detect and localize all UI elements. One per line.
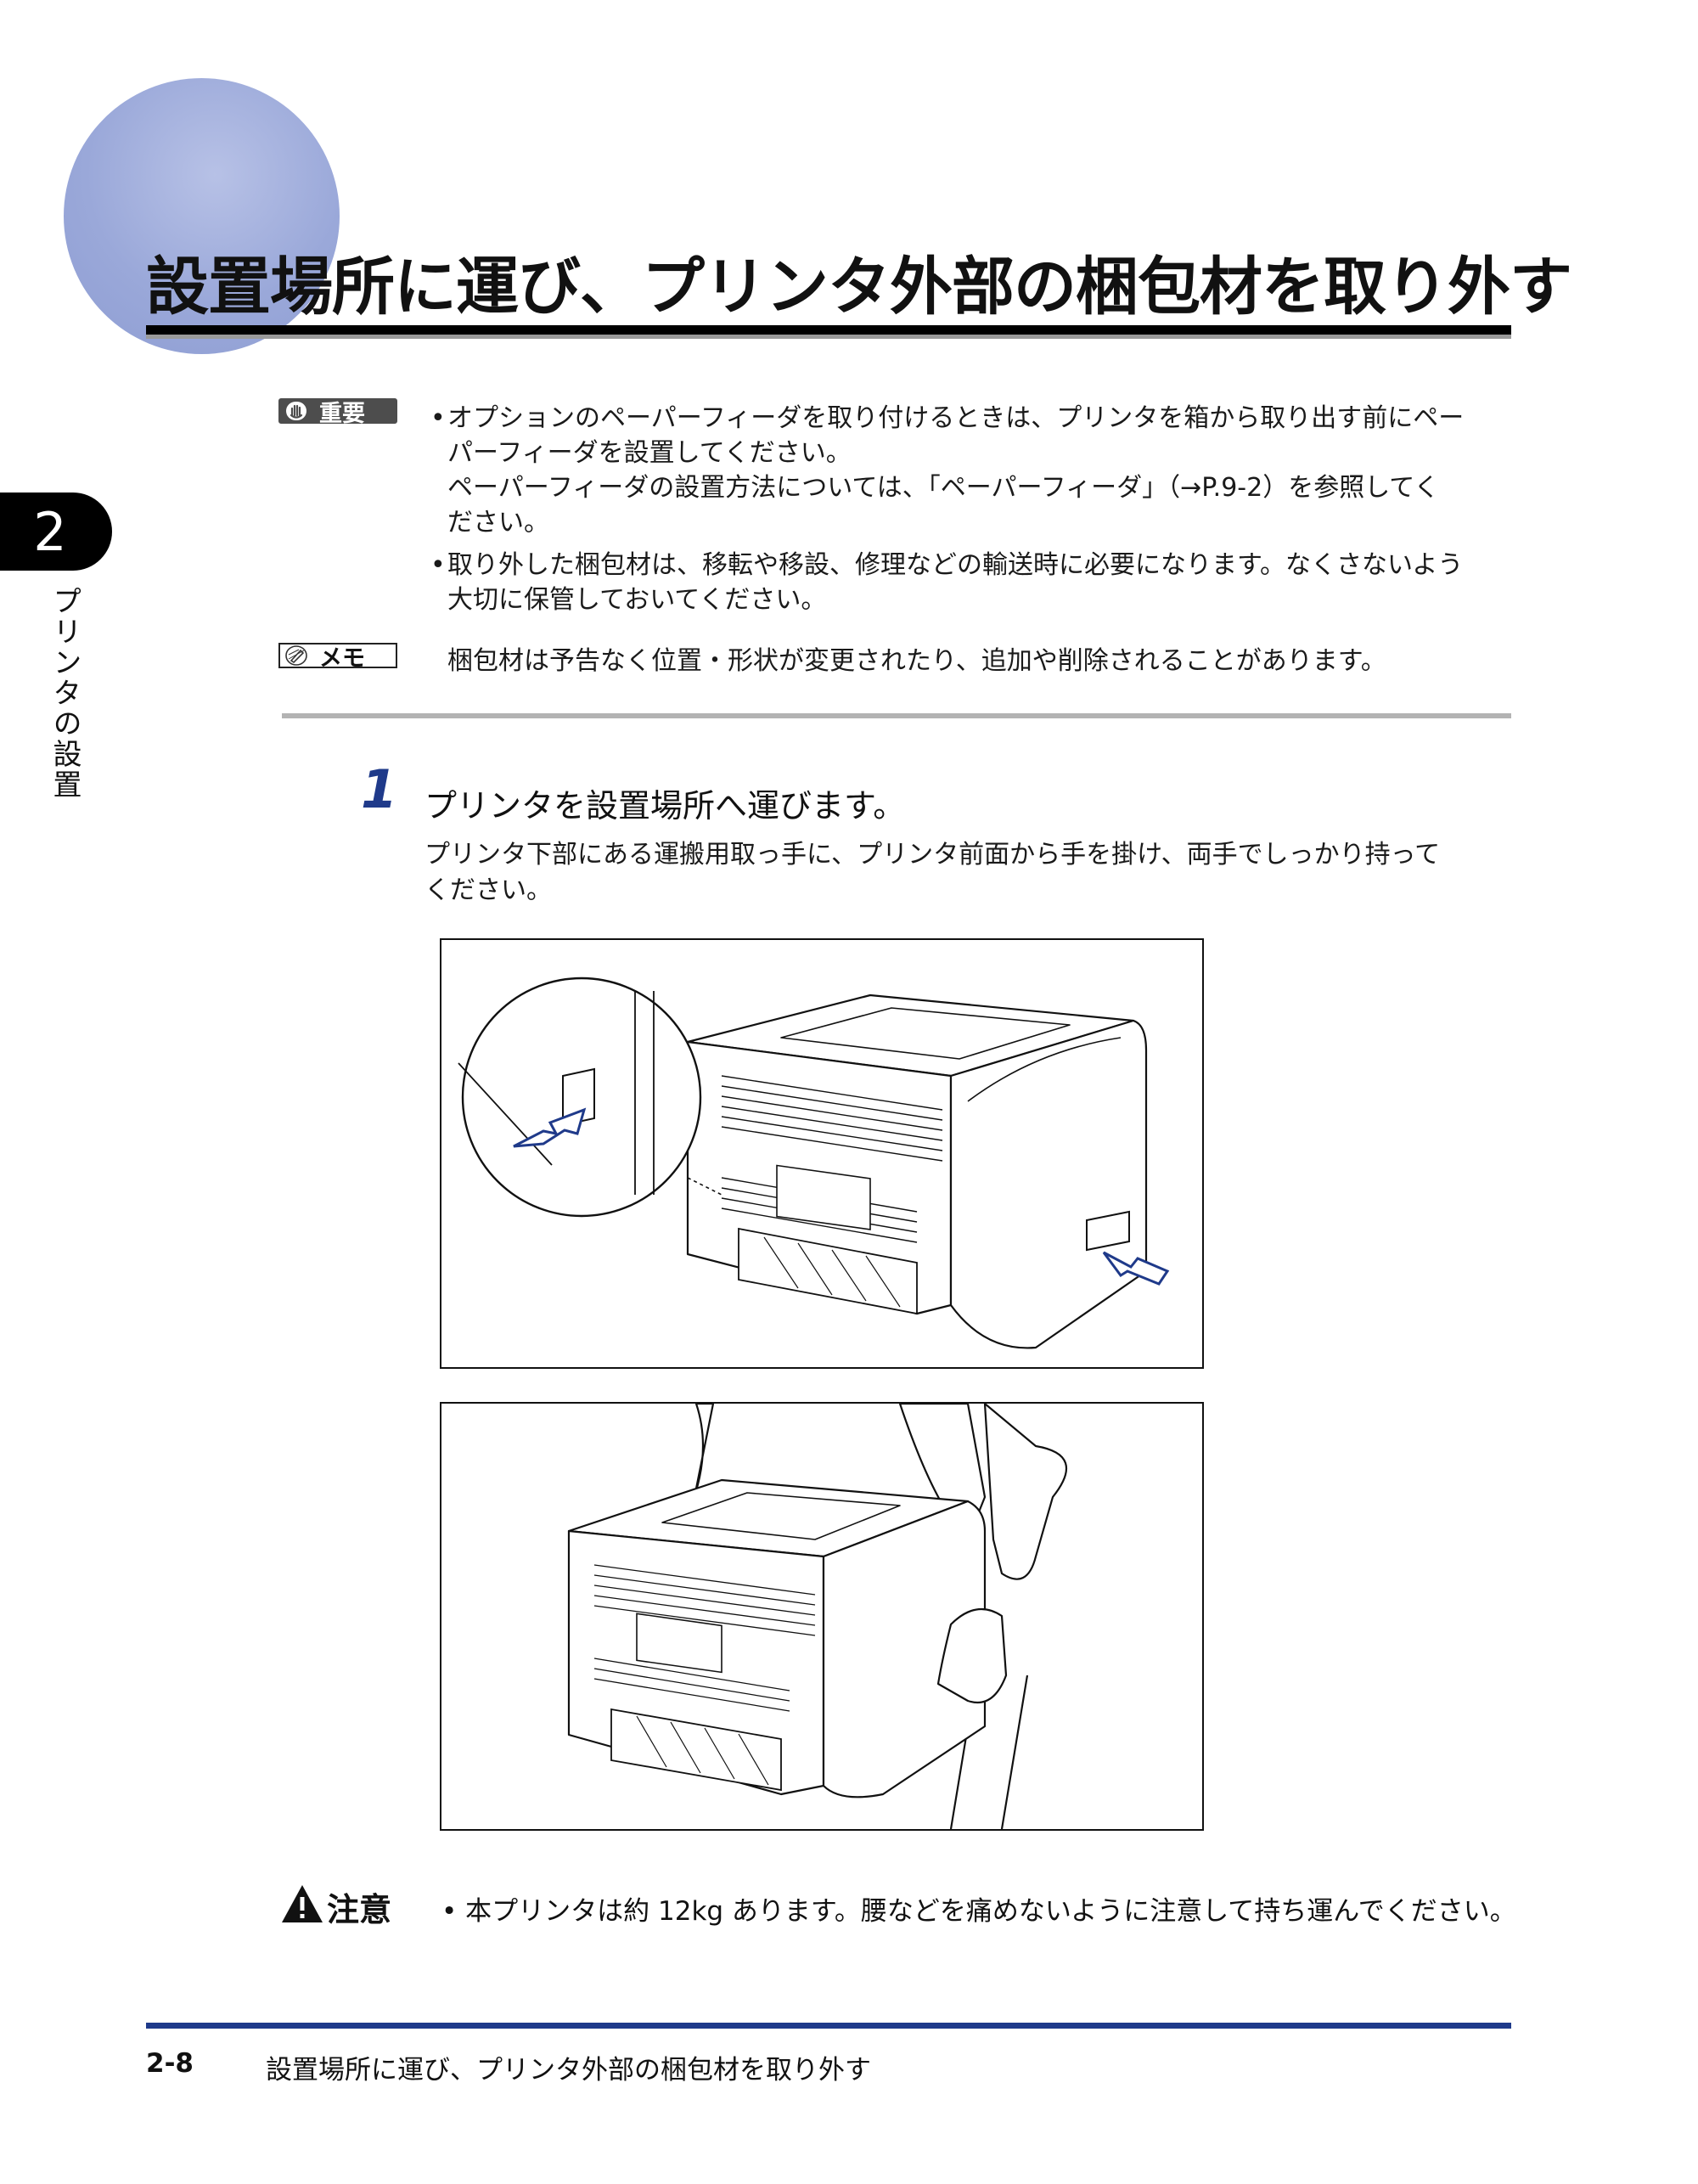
hand-stop-icon — [286, 402, 306, 420]
figure-printer-handles — [440, 938, 1204, 1369]
step-description-line-1: プリンタ下部にある運搬用取っ手に、プリンタ前面から手を掛け、両手でしっかり持って — [424, 840, 1441, 870]
page-number: 2-8 — [146, 2048, 194, 2079]
chapter-number: 2 — [33, 500, 67, 563]
printer-handles-illustration — [458, 977, 1170, 1349]
title-underline — [146, 325, 1511, 335]
footer-rule — [146, 2023, 1511, 2029]
step-title: プリンタを設置場所へ運びます。 — [424, 787, 906, 825]
important-bullet-1-line-1: オプションのペーパーフィーダを取り付けるときは、プリンタを箱から取り出す前にペー — [430, 401, 1464, 436]
pencil-icon — [285, 645, 307, 666]
memo-badge: メモ — [278, 643, 397, 672]
important-bullet-2-line-1: 取り外した梱包材は、移転や移設、修理などの輸送時に必要になります。なくさないよう — [430, 548, 1463, 583]
section-divider — [282, 713, 1511, 718]
caution-text: • 本プリンタは約 12kg あります。腰などを痛めないように注意して持ち運んで… — [441, 1896, 1516, 1927]
chapter-tab: 2 — [0, 493, 112, 571]
caution-label: 注意 — [327, 1891, 392, 1928]
figure-carrying-printer — [440, 1402, 1204, 1831]
footer-title: 設置場所に運び、プリンタ外部の梱包材を取り外す — [266, 2055, 871, 2085]
important-bullet-2-line-2: 大切に保管しておいてください。 — [447, 585, 827, 615]
chapter-title: プリンタの設置 — [48, 586, 82, 800]
step-number: 1 — [361, 758, 398, 820]
important-bullet-1-line-4: ださい。 — [447, 508, 549, 538]
important-bullet-1-line-2: パーフィーダを設置してください。 — [447, 438, 852, 468]
important-badge: 重要 — [278, 398, 397, 427]
memo-text: 梱包材は予告なく位置・形状が変更されたり、追加や削除されることがあります。 — [447, 646, 1386, 676]
title-underline-shadow — [146, 335, 1511, 339]
memo-label: メモ — [319, 645, 365, 672]
step-description-line-2: ください。 — [424, 875, 552, 905]
warning-triangle-icon — [282, 1885, 323, 1922]
decorative-circle — [64, 78, 340, 354]
carrying-printer-illustration — [567, 1404, 1067, 1829]
important-bullet-1-line-3: ペーパーフィーダの設置方法については、「ペーパーフィーダ」（→P.9-2）を参照… — [447, 473, 1440, 503]
page-title: 設置場所に運び、プリンタ外部の梱包材を取り外す — [146, 250, 1572, 324]
step-description: プリンタ下部にある運搬用取っ手に、プリンタ前面から手を掛け、両手でしっかり持って… — [424, 837, 1440, 909]
important-label: 重要 — [319, 400, 365, 427]
